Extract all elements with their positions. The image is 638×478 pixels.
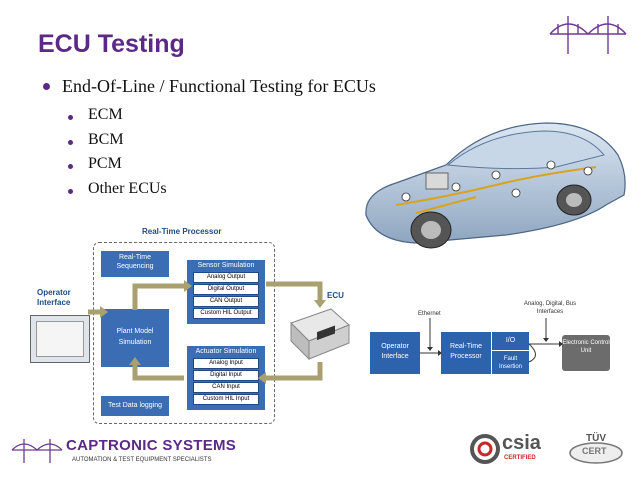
sub-bullet: BCM bbox=[88, 131, 124, 148]
sub-bullet: PCM bbox=[88, 155, 122, 172]
sensor-output-item: Custom HIL Output bbox=[193, 308, 259, 319]
ethernet-label: Ethernet bbox=[418, 311, 441, 317]
sub-bullet: Other ECUs bbox=[88, 180, 167, 197]
actuator-input-item: CAN Input bbox=[193, 382, 259, 393]
ecu-module-icon bbox=[290, 308, 350, 361]
operator-interface-box: Operator Interface bbox=[370, 332, 420, 374]
actuator-input-item: Analog Input bbox=[193, 358, 259, 369]
test-data-box: Test Data logging bbox=[101, 396, 169, 416]
io-box: I/O bbox=[491, 332, 529, 350]
main-bullet: End-Of-Line / Functional Testing for ECU… bbox=[62, 76, 376, 96]
company-name: CAPTRONIC SYSTEMS bbox=[66, 437, 237, 454]
sensor-sim-box: Sensor Simulation Analog Output Digital … bbox=[187, 260, 265, 324]
actuator-input-item: Digital Input bbox=[193, 370, 259, 381]
bus-interfaces-label: Analog, Digital, Bus Interfaces bbox=[523, 301, 577, 315]
slide-title: ECU Testing bbox=[38, 30, 185, 58]
electronic-control-unit-box: Electronic Control Unit bbox=[562, 335, 610, 371]
actuator-input-item: Custom HIL Input bbox=[193, 394, 259, 405]
rt-processor-box: Real-Time Processor bbox=[441, 332, 491, 374]
bridge-logo-icon bbox=[549, 16, 627, 54]
flow-arrows bbox=[88, 280, 326, 384]
csia-text: csia bbox=[502, 432, 541, 454]
bullet-dot bbox=[43, 83, 50, 90]
sensor-sim-title: Sensor Simulation bbox=[197, 262, 255, 269]
bullet-dot bbox=[68, 164, 73, 169]
bullet-dot bbox=[68, 140, 73, 145]
tuv-oval-icon bbox=[569, 442, 623, 464]
tuv-cert-text: CERT bbox=[582, 446, 607, 456]
rt-processor-label: Real-Time Processor bbox=[142, 227, 222, 236]
tuv-cert-logo: TÜV CERT bbox=[568, 433, 624, 465]
csia-logo: csia CERTIFIED bbox=[470, 432, 554, 464]
monitor-screen-icon bbox=[30, 315, 90, 363]
fault-insertion-box: Fault Insertion bbox=[491, 350, 529, 374]
sensor-output-item: Digital Output bbox=[193, 284, 259, 295]
actuator-sim-title: Actuator Simulation bbox=[195, 348, 257, 355]
bullet-dot bbox=[68, 189, 73, 194]
right-diagram-connectors bbox=[420, 318, 563, 363]
ecu-label: ECU bbox=[327, 291, 344, 300]
sensor-output-item: CAN Output bbox=[193, 296, 259, 307]
csia-certified-text: CERTIFIED bbox=[504, 455, 536, 461]
sub-bullet: ECM bbox=[88, 106, 123, 123]
tuv-text: TÜV bbox=[586, 433, 606, 444]
car-illustration bbox=[365, 122, 626, 249]
rt-processor-frame bbox=[93, 242, 275, 424]
actuator-sim-box: Actuator Simulation Analog Input Digital… bbox=[187, 346, 265, 410]
company-tagline: AUTOMATION & TEST EQUIPMENT SPECIALISTS bbox=[72, 457, 212, 463]
bullet-dot bbox=[68, 115, 73, 120]
sensor-output-item: Analog Output bbox=[193, 272, 259, 283]
captronic-bridge-logo-icon bbox=[11, 439, 63, 463]
rt-sequencing-box: Real-Time Sequencing bbox=[101, 251, 169, 277]
csia-emblem-icon bbox=[470, 434, 500, 464]
operator-interface-label: Operator Interface bbox=[37, 288, 71, 307]
